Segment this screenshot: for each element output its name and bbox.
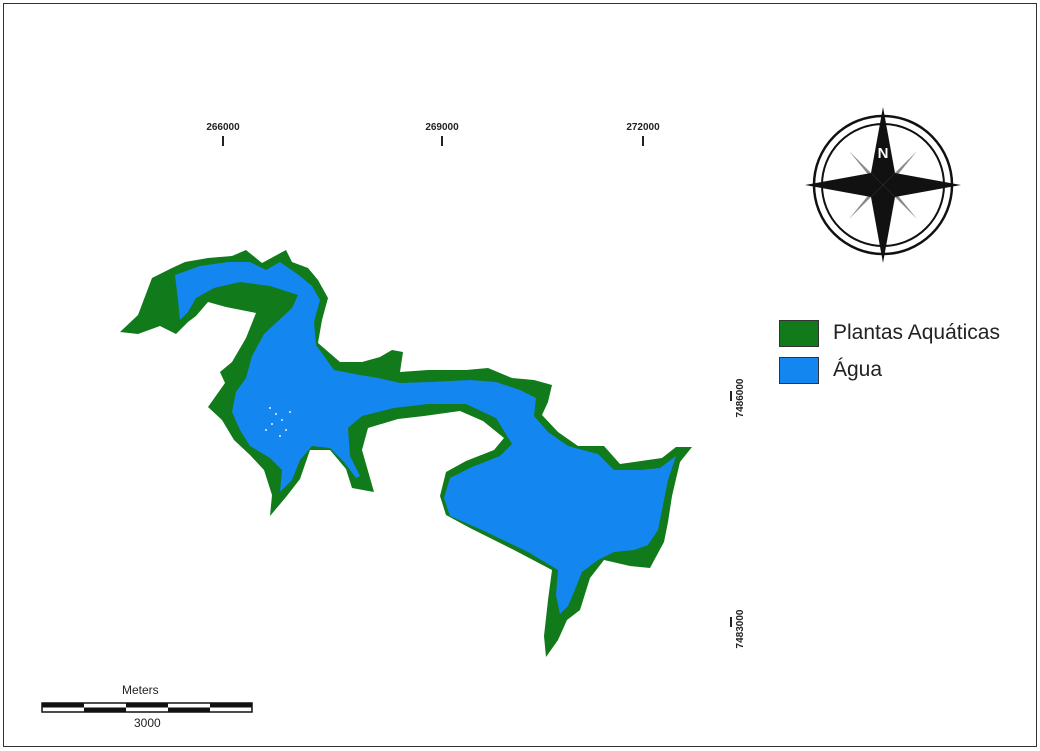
water-area bbox=[175, 262, 676, 614]
x-axis-ticks: 266000 269000 272000 bbox=[206, 122, 660, 146]
legend-item-plants: Plantas Aquáticas bbox=[779, 318, 1000, 348]
y-tick-label: 7486000 bbox=[735, 378, 746, 417]
legend-label: Água bbox=[833, 358, 883, 381]
x-tick-label: 269000 bbox=[425, 122, 459, 133]
x-tick-label: 272000 bbox=[626, 122, 660, 133]
legend-swatch-water bbox=[779, 356, 819, 384]
map-legend: Plantas Aquáticas Água bbox=[779, 318, 1000, 392]
aquatic-plants-area bbox=[120, 250, 692, 657]
scale-bar bbox=[41, 702, 253, 713]
y-tick-label: 7483000 bbox=[735, 609, 746, 648]
x-tick-label: 266000 bbox=[206, 122, 240, 133]
legend-label: Plantas Aquáticas bbox=[833, 321, 1000, 344]
compass-icon: N bbox=[805, 107, 961, 263]
legend-swatch-plants bbox=[779, 319, 819, 347]
water-speckles bbox=[265, 407, 291, 437]
scale-unit-label: Meters bbox=[122, 683, 159, 697]
y-axis-ticks: 7486000 7483000 bbox=[730, 378, 746, 648]
scale-value-label: 3000 bbox=[134, 716, 161, 730]
legend-item-water: Água bbox=[779, 355, 1000, 385]
north-label: N bbox=[878, 145, 889, 162]
